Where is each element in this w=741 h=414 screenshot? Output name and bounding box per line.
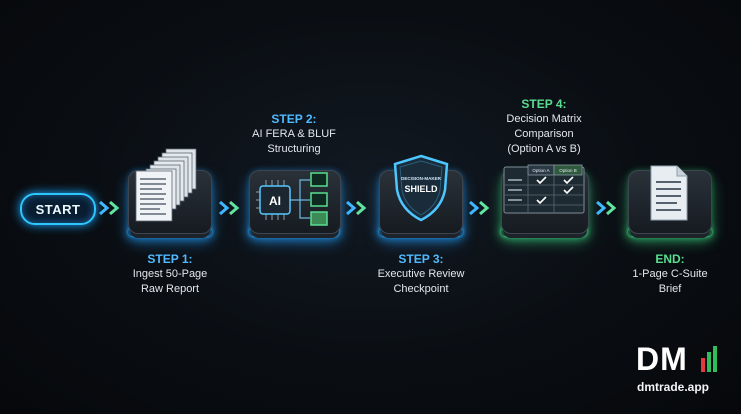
step4-line3: (Option A vs B) (507, 143, 581, 155)
step2-label: STEP 2: AI FERA & BLUF Structuring (224, 112, 364, 157)
step2-line2: Structuring (267, 143, 321, 155)
start-label: START (35, 201, 81, 217)
step1-line2: Raw Report (140, 283, 200, 295)
end-line2: Brief (658, 283, 682, 295)
logo-mark: DM (636, 341, 688, 377)
matrix-col-a-label: Option A (532, 168, 549, 173)
step1-title: STEP 1: (147, 252, 193, 266)
document-stack-icon (135, 148, 197, 222)
end-line1: 1-Page C-Suite (632, 268, 708, 280)
step3-label: STEP 3: Executive Review Checkpoint (354, 252, 488, 297)
step3-line1: Executive Review (377, 268, 465, 280)
step4-line1: Decision Matrix (506, 113, 582, 125)
step2-line1: AI FERA & BLUF (252, 128, 336, 140)
ai-chip-label: AI (269, 194, 281, 208)
shield-main-label: SHIELD (404, 184, 438, 194)
flow-chevron-5 (596, 200, 617, 216)
step4-line2: Comparison (514, 128, 574, 140)
flow-chevron-2 (219, 200, 240, 216)
step3-title: STEP 3: (398, 252, 444, 266)
step4-label: STEP 4: Decision Matrix Comparison (Opti… (474, 97, 614, 157)
shield-icon: DECISION-MAKER SHIELD (393, 154, 449, 222)
logo-url: dmtrade.app (637, 380, 710, 394)
flow-chevron-1 (99, 200, 120, 216)
flow-chevron-3 (346, 200, 367, 216)
end-title: END: (655, 252, 685, 266)
ai-chip-icon: AI (256, 172, 328, 226)
end-label: END: 1-Page C-Suite Brief (604, 252, 736, 297)
flow-chevron-4 (469, 200, 490, 216)
start-pill: START (20, 193, 96, 225)
step3-line2: Checkpoint (393, 283, 449, 295)
step4-title: STEP 4: (521, 97, 567, 111)
decision-matrix-icon: Option A Option B (503, 164, 585, 214)
step1-line1: Ingest 50-Page (132, 268, 208, 280)
matrix-col-b-label: Option B (559, 168, 577, 173)
shield-top-label: DECISION-MAKER (401, 176, 442, 181)
step1-label: STEP 1: Ingest 50-Page Raw Report (104, 252, 236, 297)
step2-title: STEP 2: (271, 112, 317, 126)
chart-bars-icon (701, 346, 717, 372)
dm-logo: DM (636, 342, 726, 376)
brief-document-icon (650, 165, 688, 221)
